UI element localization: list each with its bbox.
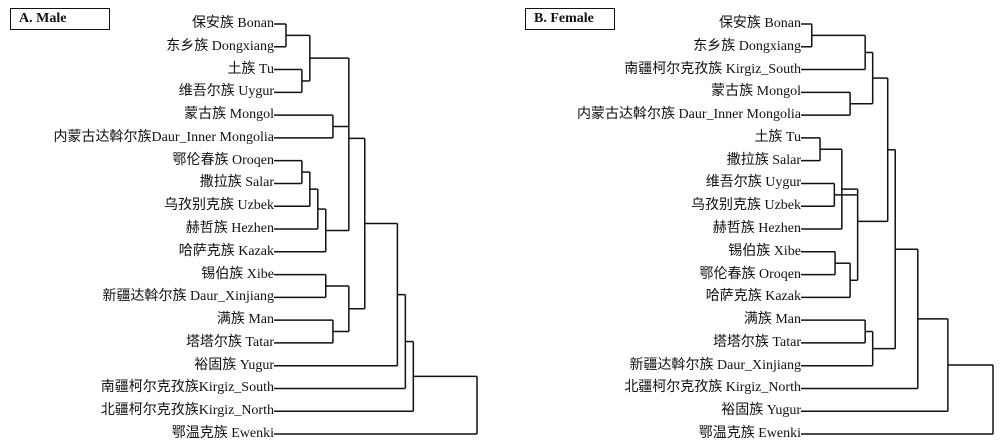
panel-title-male: A. Male (10, 8, 110, 30)
male-leaf-label: 蒙古族 Mongol (184, 107, 274, 123)
female-leaf-label: 锡伯族 Xibe (728, 243, 801, 259)
male-leaf-label: 内蒙古达斡尔族Daur_Inner Mongolia (53, 129, 274, 145)
female-leaf-label: 东乡族 Dongxiang (693, 38, 801, 54)
female-leaf-label: 撒拉族 Salar (726, 152, 801, 168)
male-leaf-label: 土族 Tu (227, 61, 274, 77)
male-leaf-label: 锡伯族 Xibe (201, 266, 274, 282)
female-leaf-label: 鄂伦春族 Oroqen (699, 266, 802, 282)
female-leaf-label: 满族 Man (743, 312, 801, 328)
female-leaf-label: 赫哲族 Hezhen (712, 221, 801, 237)
panel-title-female: B. Female (525, 8, 615, 30)
male-leaf-label: 乌孜别克族 Uzbek (163, 198, 274, 214)
female-leaf-label: 内蒙古达斡尔族 Daur_Inner Mongolia (577, 107, 801, 123)
female-leaf-label: 保安族 Bonan (718, 16, 801, 31)
male-leaf-label: 东乡族 Dongxiang (166, 38, 274, 54)
female-leaf-label: 南疆柯尔克孜族 Kirgiz_South (624, 61, 801, 77)
male-leaf-label: 塔塔尔族 Tatar (185, 334, 274, 350)
female-leaf-label: 乌孜别克族 Uzbek (690, 198, 801, 214)
female-leaf-label: 鄂温克族 Ewenki (698, 426, 801, 442)
female-leaf-label: 土族 Tu (754, 129, 801, 145)
female-leaf-label: 新疆达斡尔族 Daur_Xinjiang (629, 357, 801, 373)
female-leaf-label: 裕固族 Yugur (721, 403, 801, 419)
female-leaf-label: 塔塔尔族 Tatar (712, 334, 801, 350)
female-leaf-label: 北疆柯尔克孜族 Kirgiz_North (624, 380, 801, 396)
male-leaf-label: 裕固族 Yugur (194, 357, 274, 373)
male-leaf-label: 南疆柯尔克孜族Kirgiz_South (100, 380, 274, 396)
male-leaf-label: 维吾尔族 Uygur (178, 84, 274, 100)
male-leaf-label: 保安族 Bonan (191, 16, 274, 31)
male-leaf-label: 鄂伦春族 Oroqen (172, 152, 275, 168)
male-leaf-label: 北疆柯尔克孜族Kirgiz_North (100, 403, 274, 419)
male-leaf-label: 满族 Man (216, 312, 274, 328)
male-leaf-label: 鄂温克族 Ewenki (171, 426, 274, 442)
male-leaf-label: 撒拉族 Salar (199, 175, 274, 191)
female-leaf-label: 维吾尔族 Uygur (705, 175, 801, 191)
male-leaf-label: 哈萨克族 Kazak (178, 243, 274, 259)
male-leaf-label: 赫哲族 Hezhen (185, 221, 274, 237)
female-leaf-label: 蒙古族 Mongol (711, 84, 801, 100)
male-leaf-label: 新疆达斡尔族 Daur_Xinjiang (102, 289, 274, 305)
female-leaf-label: 哈萨克族 Kazak (705, 289, 801, 305)
